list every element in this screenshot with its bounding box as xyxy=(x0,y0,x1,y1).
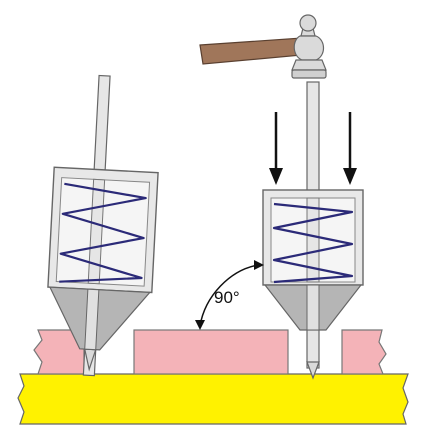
hammer xyxy=(199,14,327,79)
base-plate xyxy=(17,373,409,425)
angle-indicator: 90° xyxy=(195,260,264,330)
hammer-head xyxy=(293,35,325,61)
angle-arc xyxy=(199,264,259,327)
force-arrows xyxy=(269,112,357,185)
right-rod-tip xyxy=(306,361,320,380)
left-center-punch xyxy=(47,74,159,377)
left-cone xyxy=(48,286,152,351)
left-spring xyxy=(59,182,147,283)
hammer-face-bottom xyxy=(291,69,327,79)
force-arrow-right-head xyxy=(343,168,357,185)
hammer-ball-peen xyxy=(299,14,317,32)
workpiece-right xyxy=(341,329,387,375)
right-center-punch xyxy=(262,81,364,380)
hammer-face xyxy=(291,59,327,71)
angle-arc-arrowhead-right xyxy=(254,260,264,270)
angle-label: 90° xyxy=(214,288,240,307)
hammer-handle xyxy=(199,37,303,65)
workpiece-middle xyxy=(133,329,289,375)
angle-arc-arrowhead-bottom xyxy=(195,320,205,330)
right-rod-cone xyxy=(306,284,320,331)
left-rod-cone xyxy=(84,288,100,351)
right-spring xyxy=(272,202,354,284)
force-arrow-left-head xyxy=(269,168,283,185)
left-rod-inside xyxy=(87,178,106,285)
